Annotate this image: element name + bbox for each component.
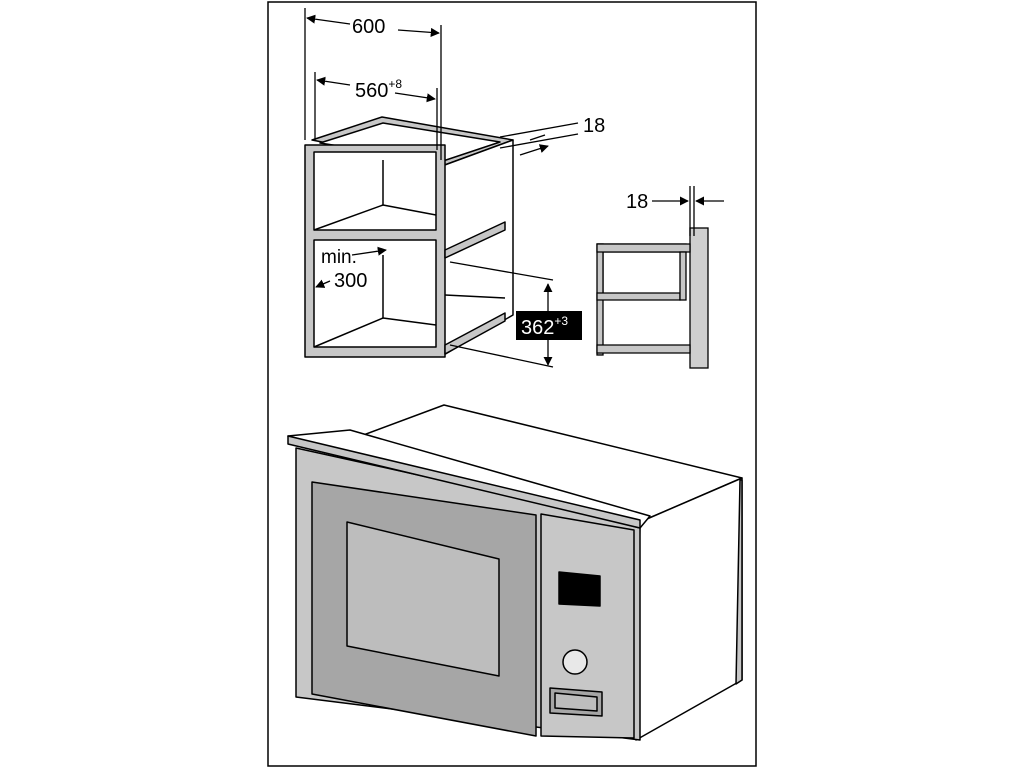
dimension-min-300 bbox=[315, 246, 387, 288]
niche-height-badge bbox=[516, 311, 582, 340]
microwave-oven bbox=[287, 404, 743, 741]
dimension-600 bbox=[304, 8, 442, 160]
knob-icon bbox=[562, 649, 588, 675]
dim-shelf-thickness: 18 bbox=[583, 115, 605, 137]
cabinet-niche bbox=[304, 116, 514, 358]
dimension-560 bbox=[314, 72, 438, 150]
dim-min-label: min. bbox=[321, 247, 357, 268]
dim-side-thickness: 18 bbox=[626, 191, 648, 213]
dim-width-outer: 600 bbox=[352, 16, 385, 38]
side-section-detail bbox=[596, 186, 724, 369]
dim-min-depth: 300 bbox=[334, 270, 367, 292]
dim-width-inner: 560+8 bbox=[355, 77, 402, 102]
dimension-18-top bbox=[499, 122, 579, 156]
dim-niche-height: 362+3 bbox=[521, 314, 568, 339]
